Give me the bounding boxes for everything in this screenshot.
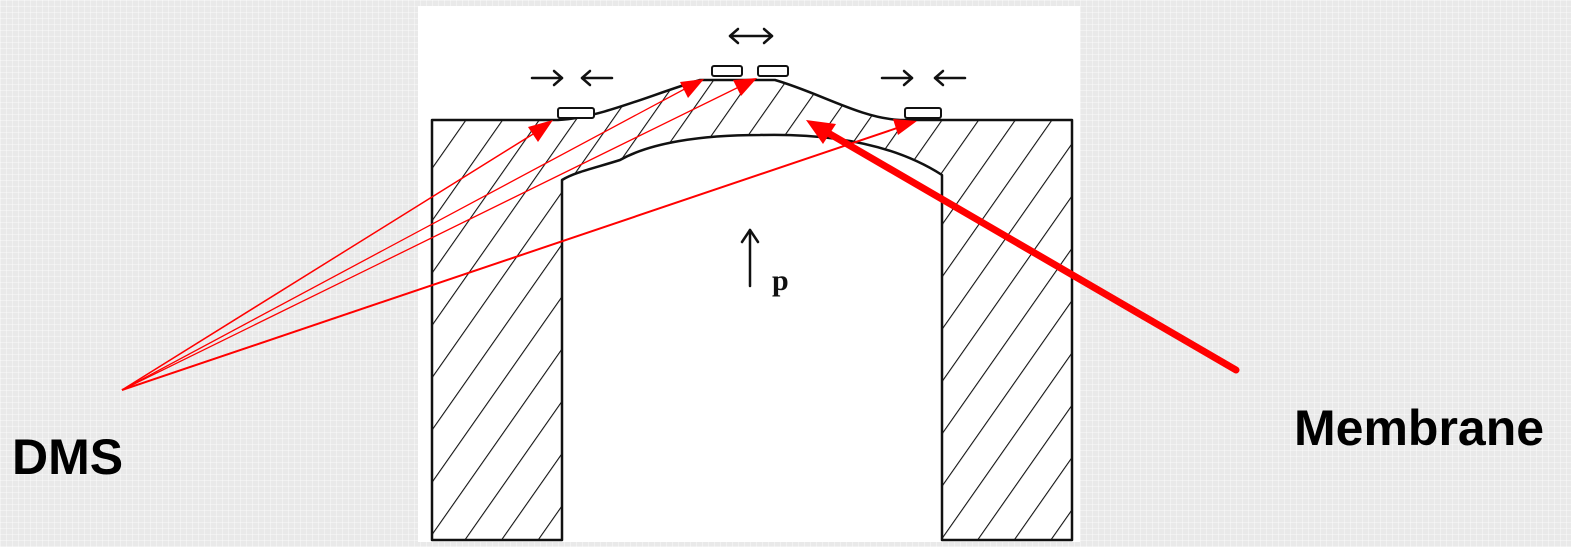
strain-gauge-center-left <box>711 65 743 77</box>
tension-arrow-center <box>728 27 774 45</box>
pressure-label: p <box>772 264 789 297</box>
dms-label: DMS <box>12 429 123 485</box>
strain-gauge-left <box>557 107 595 119</box>
compression-arrows-right <box>880 69 967 87</box>
sensor-body <box>430 78 1074 542</box>
strain-gauge-right <box>904 107 942 119</box>
membrane-pointer <box>806 120 1240 374</box>
pressure-arrow-icon <box>740 228 760 288</box>
compression-arrows-left <box>530 69 614 87</box>
strain-gauge-center-right <box>757 65 789 77</box>
membrane-label: Membrane <box>1294 400 1544 456</box>
dms-pointer-lines <box>121 78 917 391</box>
